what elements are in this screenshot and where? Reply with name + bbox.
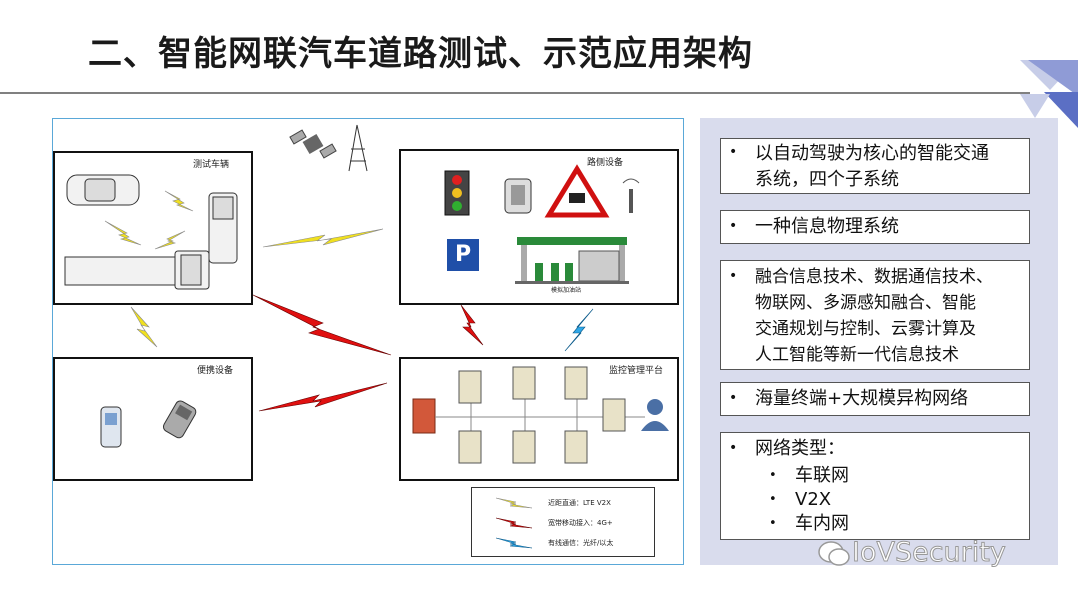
- page-title: 二、智能网联汽车道路测试、示范应用架构: [88, 34, 753, 74]
- portable-device-label: 便携设备: [197, 366, 234, 376]
- summary-text-2: 一种信息物理系统: [755, 216, 899, 237]
- connection-links-icon: [130, 124, 594, 412]
- summary-text-3: 融合信息技术、数据通信技术、 物联网、多源感知融合、智能 交通规划与控制、云雾计…: [755, 267, 993, 365]
- summary-text-5: 网络类型：: [755, 438, 845, 459]
- legend-item-4g: 宽带移动接入：4G+: [548, 519, 613, 527]
- summary-card-3: • 融合信息技术、数据通信技术、 物联网、多源感知融合、智能 交通规划与控制、云…: [720, 260, 1030, 370]
- monitoring-platform-label: 监控管理平台: [609, 366, 664, 376]
- sub-bullet-2: •: [769, 492, 777, 507]
- roadside-equipment-box: 路侧设备 P: [399, 149, 679, 305]
- portable-device-box: 便携设备: [53, 357, 253, 481]
- test-vehicle-label: 测试车辆: [193, 160, 230, 170]
- summary-text-4: 海量终端+大规模异构网络: [755, 388, 969, 409]
- summary-card-5: • 网络类型： • 车联网 • V2X • 车内网: [720, 432, 1030, 540]
- summary-card-2: • 一种信息物理系统: [720, 210, 1030, 244]
- phones-icon: [100, 400, 197, 448]
- legend-bolts-icon: [495, 497, 533, 549]
- wechat-icon: [818, 541, 850, 566]
- summary-panel: • 以自动驾驶为核心的智能交通 系统，四个子系统 • 一种信息物理系统 • 融合…: [700, 118, 1058, 565]
- servers-icon: [412, 366, 669, 464]
- bullet-3: •: [729, 268, 738, 284]
- sub-bullet-3: •: [769, 516, 777, 531]
- vehicles-icon: [64, 174, 238, 290]
- bullet-4: •: [729, 390, 738, 406]
- network-type-label-1: 车联网: [795, 465, 849, 486]
- bullet-1: •: [729, 144, 738, 160]
- roadside-devices-icon: [444, 164, 640, 284]
- test-vehicle-box: 测试车辆: [53, 151, 253, 305]
- gas-station-label: 模拟加油站: [551, 287, 582, 294]
- monitoring-platform-box: 监控管理平台: [399, 357, 679, 481]
- architecture-diagram: 测试车辆 路侧设备: [52, 118, 684, 565]
- title-divider: [0, 92, 1030, 94]
- summary-card-4: • 海量终端+大规模异构网络: [720, 382, 1030, 416]
- parking-sign: P: [454, 242, 472, 267]
- legend-item-lte-v2x: 近距直通：LTE V2X: [548, 499, 611, 507]
- network-type-label-3: 车内网: [795, 513, 849, 534]
- bullet-2: •: [729, 218, 738, 234]
- summary-text-1: 以自动驾驶为核心的智能交通 系统，四个子系统: [755, 143, 989, 190]
- summary-card-1: • 以自动驾驶为核心的智能交通 系统，四个子系统: [720, 138, 1030, 194]
- sub-bullet-1: •: [769, 468, 777, 483]
- network-type-label-2: V2X: [795, 489, 832, 510]
- roadside-equipment-label: 路侧设备: [587, 158, 624, 168]
- corner-decoration-icon: [1020, 60, 1078, 128]
- legend: 近距直通：LTE V2X 宽带移动接入：4G+ 有线通信：光纤/以太: [471, 487, 655, 557]
- legend-item-wired: 有线通信：光纤/以太: [548, 539, 614, 547]
- watermark: IoVSecurity: [852, 537, 1007, 569]
- bullet-5: •: [729, 440, 738, 456]
